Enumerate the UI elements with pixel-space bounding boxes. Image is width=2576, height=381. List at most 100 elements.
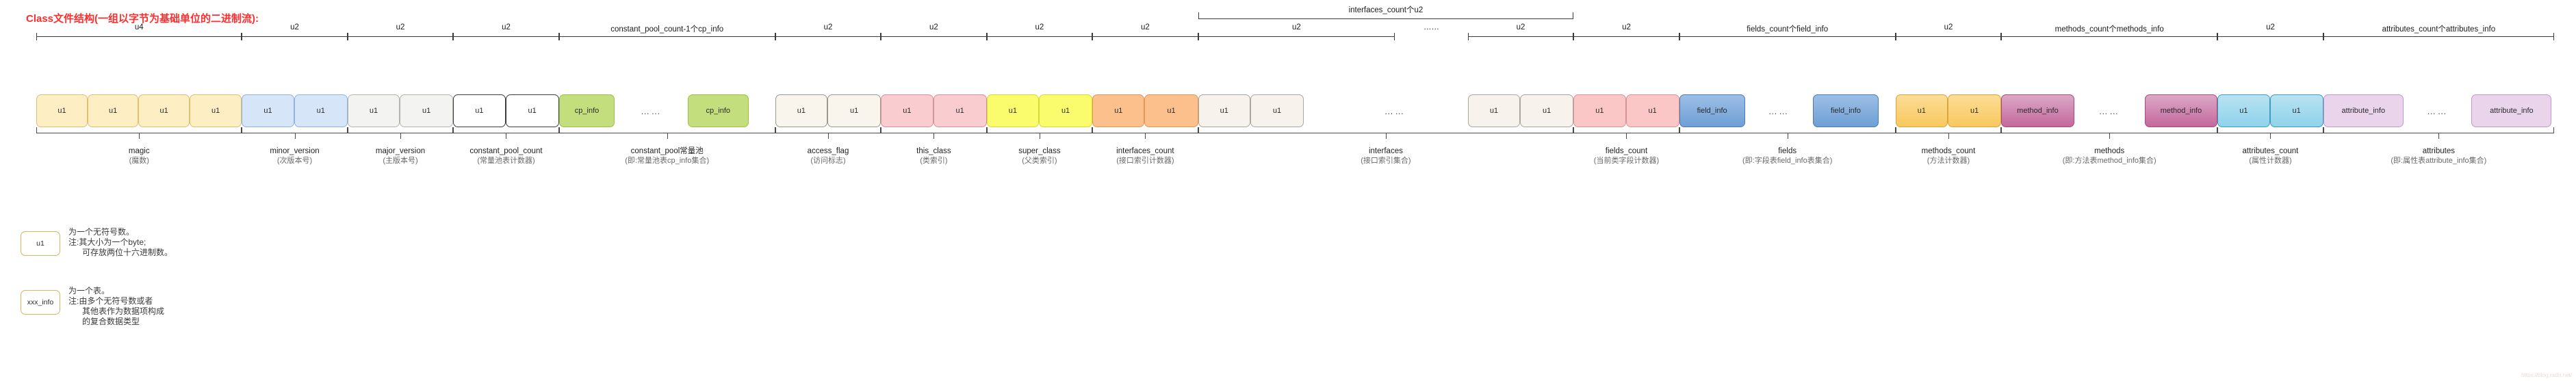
span-tick-left: [2217, 33, 2219, 40]
byte-box[interactable]: u1: [881, 94, 933, 127]
size-span-label: u2: [1944, 23, 1953, 31]
byte-box[interactable]: u1: [1520, 94, 1574, 127]
span-tick-left: [2323, 33, 2324, 40]
size-span: u2: [775, 23, 881, 41]
byte-box[interactable]: u1: [1895, 94, 1948, 127]
span-bar: [347, 36, 454, 37]
size-span: attributes_count个attributes_info: [2323, 25, 2555, 41]
byte-box[interactable]: u1: [87, 94, 139, 127]
size-span: u2: [1467, 23, 1574, 41]
byte-box[interactable]: u1: [1573, 94, 1626, 127]
brace-pointer: [2270, 133, 2271, 139]
brace-end-left: [986, 127, 988, 133]
byte-box[interactable]: field_info: [1813, 94, 1879, 127]
span-tick-left: [775, 33, 776, 40]
size-span: u2: [242, 23, 348, 41]
span-tick-left: [558, 33, 560, 40]
size-span-label: constant_pool_count-1个cp_info: [610, 25, 724, 34]
span-tick-left: [1467, 33, 1469, 40]
byte-box[interactable]: u1: [933, 94, 987, 127]
byte-box[interactable]: u1: [775, 94, 828, 127]
group-caption-name: magic: [128, 147, 150, 155]
brace-pointer: [294, 133, 296, 139]
byte-box[interactable]: u1: [1625, 94, 1679, 127]
brace-end-right: [1894, 127, 1896, 133]
group-caption-sub: (即:属性表attribute_info集合): [2391, 157, 2487, 165]
byte-box[interactable]: u1: [189, 94, 242, 127]
size-span: u2: [1198, 23, 1395, 41]
group-caption-name: attributes_count: [2242, 147, 2299, 155]
byte-box[interactable]: u1: [1144, 94, 1198, 127]
byte-box[interactable]: u1: [347, 94, 400, 127]
byte-box[interactable]: cp_info: [558, 94, 615, 127]
group-brace: [1895, 127, 2002, 144]
group-caption-sub: (即:方法表method_info集合): [2062, 157, 2156, 165]
size-span-label: u2: [1516, 23, 1525, 31]
byte-box[interactable]: method_info: [2001, 94, 2074, 127]
byte-box[interactable]: u1: [294, 94, 348, 127]
byte-box[interactable]: u1: [1250, 94, 1304, 127]
brace-pointer: [1385, 133, 1387, 139]
group-brace: [881, 127, 987, 144]
group-caption-sub: (属性计数器): [2249, 157, 2292, 165]
span-bar: [1092, 36, 1198, 37]
size-span-label: ……: [1423, 23, 1439, 31]
byte-box[interactable]: u1: [453, 94, 506, 127]
byte-box[interactable]: u1: [1948, 94, 2002, 127]
legend-description: 为一个表。 注:由多个无符号数或者 其他表作为数据项构成 的复合数据类型: [68, 286, 165, 326]
group-caption-name: constant_pool_count: [469, 147, 543, 155]
byte-box[interactable]: u1: [2269, 94, 2323, 127]
byte-box[interactable]: u1: [1039, 94, 1093, 127]
brace-end-left: [2001, 127, 2002, 133]
brace-end-right: [558, 127, 559, 133]
byte-box[interactable]: u1: [36, 94, 88, 127]
span-tick-left: [453, 33, 454, 40]
size-span: methods_count个methods_info: [2001, 25, 2218, 41]
group-brace: [558, 127, 775, 144]
group-caption-sub: (父类索引): [1022, 157, 1057, 165]
size-span: u2: [881, 23, 987, 41]
byte-box[interactable]: u1: [138, 94, 190, 127]
byte-box[interactable]: field_info: [1679, 94, 1745, 127]
byte-box[interactable]: u1: [1198, 94, 1250, 127]
group-caption-sub: (访问标志): [810, 157, 846, 165]
group-caption-name: access_flag: [807, 147, 849, 155]
span-tick-left: [1092, 33, 1094, 40]
interfaces-count-span: interfaces_count个u2: [1198, 5, 1574, 21]
size-span: u2: [347, 23, 454, 41]
span-tick-right: [1894, 33, 1896, 40]
span-bar: [453, 36, 559, 37]
brace-end-left: [453, 127, 454, 133]
group-caption-sub: (即:字段表field_info表集合): [1742, 157, 1833, 165]
byte-box[interactable]: u1: [1467, 94, 1521, 127]
byte-box[interactable]: attribute_info: [2471, 94, 2552, 127]
group-caption-sub: (当前类字段计数器): [1593, 157, 1660, 165]
byte-box[interactable]: u1: [242, 94, 294, 127]
byte-box[interactable]: attribute_info: [2323, 94, 2404, 127]
size-span: u2: [986, 23, 1093, 41]
size-span-label: u2: [290, 23, 299, 31]
byte-box[interactable]: u1: [986, 94, 1040, 127]
group-brace: [242, 127, 348, 144]
group-caption-sub: (主版本号): [383, 157, 418, 165]
brace-end-right: [986, 127, 987, 133]
group-caption-name: methods: [2094, 147, 2125, 155]
span-bar: [1467, 36, 1574, 37]
byte-box[interactable]: u1: [505, 94, 559, 127]
byte-box[interactable]: u1: [1092, 94, 1145, 127]
byte-box[interactable]: u1: [400, 94, 454, 127]
brace-end-left: [1573, 127, 1575, 133]
size-span: u2: [1895, 23, 2002, 41]
group-brace: [775, 127, 881, 144]
span-bar: [775, 36, 881, 37]
group-caption-name: methods_count: [1921, 147, 1976, 155]
span-tick-right: [241, 33, 242, 40]
byte-box[interactable]: u1: [2217, 94, 2270, 127]
byte-box[interactable]: cp_info: [687, 94, 749, 127]
byte-box[interactable]: method_info: [2144, 94, 2218, 127]
size-span-label: u2: [502, 23, 511, 31]
group-braces: [0, 127, 2576, 149]
byte-box[interactable]: u1: [827, 94, 881, 127]
span-tick-right: [880, 33, 881, 40]
span-tick-left: [2001, 33, 2002, 40]
